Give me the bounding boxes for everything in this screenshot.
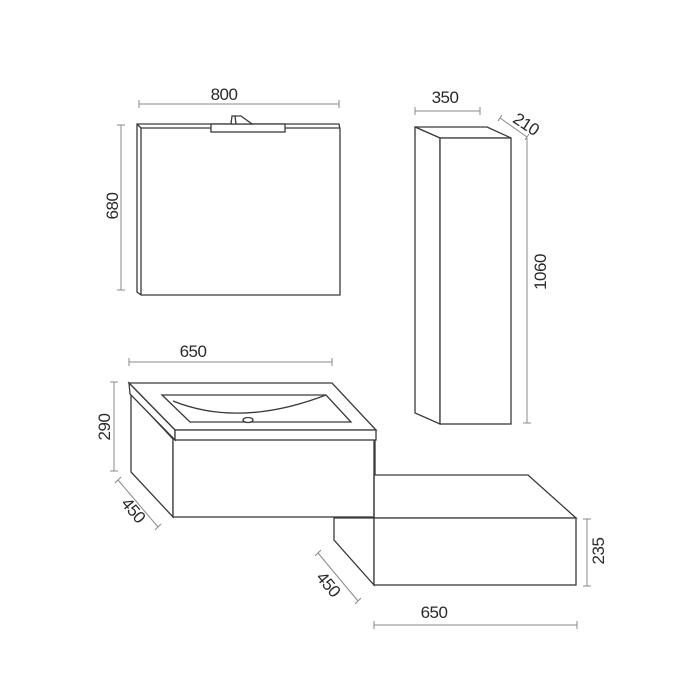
sink-cabinet-depth-label: 450: [117, 494, 149, 527]
low-cabinet-height-label: 235: [589, 538, 608, 565]
tall-cabinet-height-label: 1060: [531, 254, 550, 290]
sink-cabinet: 650 290 450: [95, 342, 378, 531]
low-cabinet-height-dimension: 235: [583, 518, 608, 587]
mirror-panel: [136, 123, 341, 296]
low-cabinet-body: [333, 440, 578, 587]
tall-cabinet-body: [414, 126, 512, 425]
low-cabinet-width-label: 650: [421, 603, 448, 622]
mirror-width-label: 800: [211, 85, 238, 104]
sink-cabinet-height-label: 290: [95, 414, 114, 441]
sink-cabinet-width-label: 650: [180, 342, 207, 361]
mirror-height-label: 680: [103, 193, 122, 220]
tall-cabinet: 350 210 1060: [414, 88, 550, 425]
basin-bowl: [160, 394, 353, 423]
tall-cabinet-width-label: 350: [432, 88, 459, 107]
tall-cabinet-height-dimension: 1060: [523, 138, 550, 424]
mirror-height-dimension: 680: [103, 124, 125, 291]
mirror: 800 680: [103, 85, 341, 296]
basin-top: [127, 381, 378, 442]
tall-cabinet-width-dimension: 350: [414, 88, 481, 115]
basin-drain: [242, 416, 254, 424]
low-cabinet-width-dimension: 650: [373, 603, 578, 629]
mirror-width-dimension: 800: [138, 85, 340, 108]
tall-cabinet-depth-label: 210: [510, 109, 543, 140]
sink-cabinet-body: [130, 392, 376, 519]
low-cabinet-depth-label: 450: [312, 568, 344, 601]
low-cabinet: 235 650 450: [312, 440, 608, 629]
mirror-lamp: [210, 115, 286, 133]
sink-cabinet-height-dimension: 290: [95, 381, 118, 472]
sink-cabinet-width-dimension: 650: [128, 342, 333, 366]
